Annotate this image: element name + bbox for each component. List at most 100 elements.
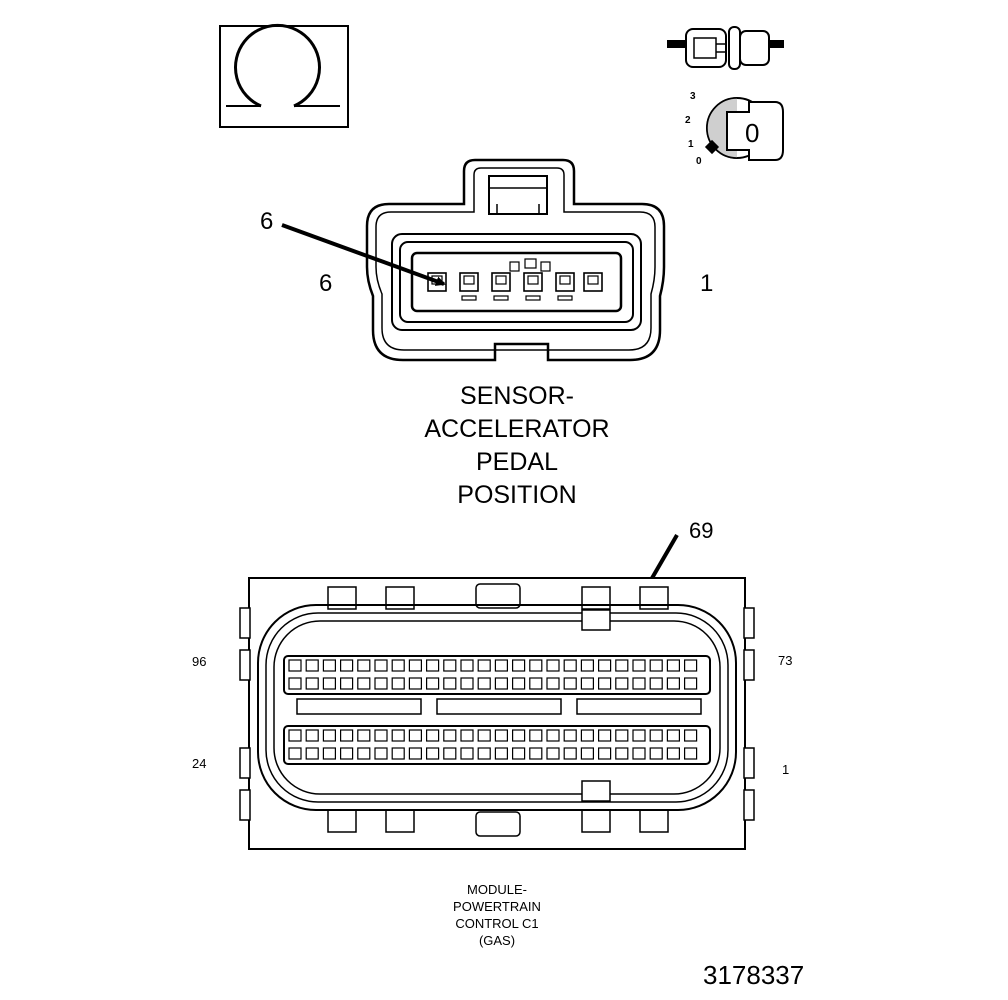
app-title-line-4: POSITION — [457, 481, 577, 509]
pcm-pin-cavity — [511, 747, 526, 760]
pcm-pin-cavity — [322, 729, 336, 742]
pcm-pin-cavity — [529, 677, 543, 690]
pcm-pin-cavity — [580, 659, 595, 672]
pcm-pin-label-96: 96 — [192, 654, 207, 669]
pcm-pin-cavity — [426, 659, 440, 672]
pcm-connector-pins — [288, 659, 698, 760]
pcm-pin-cavity — [408, 677, 422, 690]
ignition-position-3: 3 — [690, 91, 696, 102]
pcm-pin-cavity — [546, 747, 560, 760]
pcm-pin-cavity — [443, 729, 457, 742]
app-pin-contact — [587, 275, 599, 285]
ignition-key-icon — [704, 97, 784, 161]
app-left-pin-label: 6 — [319, 270, 333, 297]
pcm-title-line-4: (GAS) — [478, 933, 516, 948]
pcm-pin-cavity — [460, 729, 474, 742]
pcm-pin-cavity — [546, 659, 560, 672]
app-pin-contact — [495, 275, 507, 285]
pcm-pin-cavity — [288, 729, 302, 742]
pcm-pin-cavity — [305, 677, 319, 690]
pcm-title-line-1: MODULE- — [467, 882, 527, 897]
pcm-pin-cavity — [494, 729, 508, 742]
app-pin-slot — [461, 295, 477, 301]
app-title-line-2: ACCELERATOR — [424, 415, 610, 443]
app-key-notch — [509, 261, 520, 272]
pcm-pin-cavity — [597, 659, 612, 672]
pcm-pin-cavity — [391, 729, 405, 742]
pcm-pin-cavity — [632, 747, 646, 760]
pcm-pin-cavity — [615, 747, 629, 760]
ignition-position-0: 0 — [696, 156, 702, 167]
pcm-pin-cavity — [477, 677, 491, 690]
pcm-pin-cavity — [511, 677, 526, 690]
app-pin-pointer-arrow — [281, 223, 446, 286]
pcm-pin-cavity — [374, 747, 388, 760]
pcm-pin-cavity — [563, 659, 577, 672]
pcm-pin-cavity — [288, 659, 302, 672]
pcm-pin-label-24: 24 — [192, 756, 207, 771]
app-pin-contact — [527, 275, 539, 285]
pcm-pin-cavity — [666, 729, 681, 742]
ohm-symbol-icon — [219, 23, 349, 128]
pcm-pin-cavity — [511, 659, 526, 672]
pcm-pin-cavity — [563, 747, 577, 760]
app-connector — [365, 158, 666, 362]
app-pin-contact — [559, 275, 571, 285]
pcm-pin-cavity — [477, 729, 491, 742]
pcm-pointer-label: 69 — [689, 518, 714, 543]
app-pin-contact — [463, 275, 475, 285]
pcm-pin-cavity — [529, 659, 543, 672]
pcm-pin-cavity — [666, 747, 681, 760]
app-right-pin-label: 1 — [700, 270, 714, 297]
app-key-notch — [540, 261, 551, 272]
pcm-pin-cavity — [322, 747, 336, 760]
pcm-pin-cavity — [426, 677, 440, 690]
pcm-title-line-3: CONTROL C1 — [455, 916, 539, 931]
pcm-title-line-2: POWERTRAIN — [453, 899, 541, 914]
app-title-line-1: SENSOR- — [460, 382, 574, 410]
pcm-pin-cavity — [357, 659, 371, 672]
pcm-pin-cavity — [615, 659, 629, 672]
pcm-pin-cavity — [288, 677, 302, 690]
pcm-pin-cavity — [426, 747, 440, 760]
pcm-pin-cavity — [357, 747, 371, 760]
pcm-pin-cavity — [649, 677, 663, 690]
app-connector-pins — [427, 258, 603, 301]
pcm-connector-title: MODULE- POWERTRAIN CONTROL C1 (GAS) — [397, 881, 597, 949]
pcm-pin-cavity — [408, 747, 422, 760]
pcm-pin-cavity — [408, 729, 422, 742]
pcm-pin-cavity — [305, 747, 319, 760]
pcm-pin-cavity — [305, 729, 319, 742]
pcm-pin-cavity — [494, 677, 508, 690]
pcm-pin-label-1: 1 — [782, 762, 790, 777]
pcm-pin-cavity — [563, 729, 577, 742]
app-title-line-3: PEDAL — [476, 448, 558, 476]
pcm-pin-cavity — [615, 729, 629, 742]
pcm-pin-cavity — [580, 747, 595, 760]
pcm-pin-cavity — [391, 677, 405, 690]
pcm-pin-cavity — [340, 747, 354, 760]
pcm-pin-cavity — [683, 677, 698, 690]
pcm-pin-cavity — [477, 747, 491, 760]
pcm-pin-cavity — [683, 747, 698, 760]
pcm-pin-cavity — [494, 659, 508, 672]
pcm-pin-cavity — [683, 729, 698, 742]
pcm-pin-cavity — [460, 747, 474, 760]
pcm-pin-cavity — [511, 729, 526, 742]
ignition-position-2: 2 — [685, 115, 691, 126]
ignition-key-label: 0 — [745, 118, 760, 148]
pcm-pin-cavity — [443, 747, 457, 760]
pcm-pin-cavity — [391, 659, 405, 672]
pcm-pin-cavity — [426, 729, 440, 742]
pcm-pin-cavity — [632, 659, 646, 672]
pcm-pin-cavity — [305, 659, 319, 672]
pcm-pin-cavity — [288, 747, 302, 760]
pcm-pin-cavity — [597, 729, 612, 742]
app-pin-slot — [525, 295, 541, 301]
figure-number: 3178337 — [703, 960, 805, 990]
ignition-position-1: 1 — [688, 139, 694, 150]
pcm-pin-cavity — [460, 659, 474, 672]
pcm-pin-cavity — [580, 729, 595, 742]
app-pointer-label: 6 — [260, 208, 274, 235]
